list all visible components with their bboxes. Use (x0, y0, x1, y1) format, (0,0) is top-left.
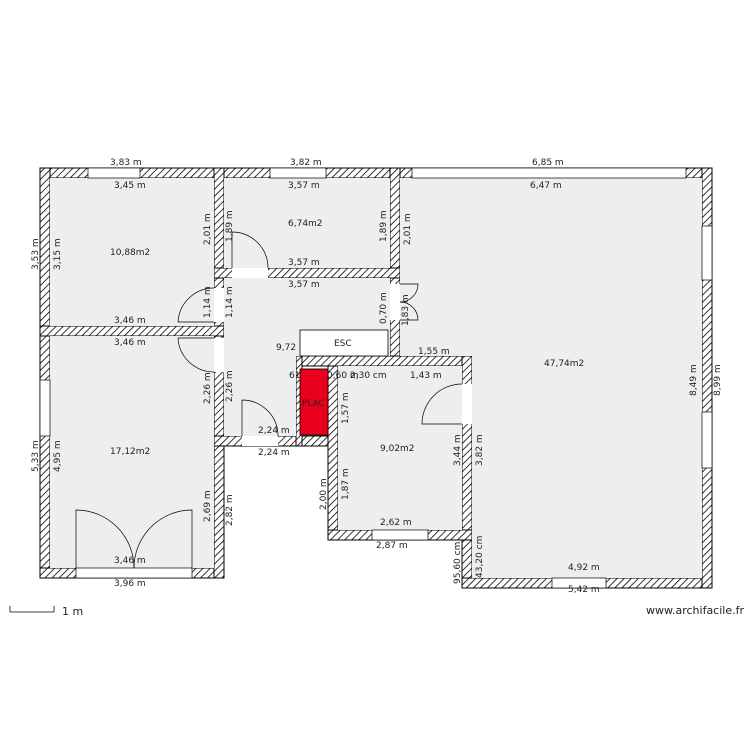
dim-m2: 1,89 m (225, 210, 235, 242)
window-left (39, 379, 51, 437)
window-top-3 (411, 167, 687, 179)
dim-b9: 2,87 m (376, 541, 408, 551)
scale-label: 1 m (62, 605, 83, 618)
door-bedroom-bottom (177, 337, 224, 373)
dim-l3: 5,33 m (31, 440, 41, 472)
dim-m9: 1,14 m (203, 286, 213, 318)
room-living-lower (472, 356, 702, 578)
wall-bath-top (295, 355, 473, 367)
dim-r5: 95,60 cm (453, 542, 463, 584)
dim-t1: 3,83 m (110, 158, 142, 168)
dim-s3: 3,46 m (114, 556, 146, 566)
dim-h4: 2,24 m (258, 448, 290, 458)
dim-b4: 3,44 m (453, 434, 463, 466)
dim-h1: 2,26 m (203, 372, 213, 404)
room-top-middle (224, 178, 390, 268)
scale-bar (9, 606, 55, 613)
window-right-1 (701, 225, 713, 281)
dim-h2: 2,26 m (225, 370, 235, 402)
dim-b3: 1,57 m (341, 392, 351, 424)
door-bedroom-top (177, 287, 224, 323)
dim-m6: 3,57 m (288, 280, 320, 290)
room-living (400, 178, 702, 356)
dim-m3: 1,89 m (379, 210, 389, 242)
window-living-bottom (551, 577, 607, 589)
door-bath (421, 383, 472, 425)
dim-b6: 2,00 m (319, 478, 329, 510)
area-living: 47,74m2 (544, 359, 584, 369)
dim-b7: 1,87 m (341, 468, 351, 500)
dim-t3: 6,85 m (532, 158, 564, 168)
stair-box (299, 329, 389, 357)
door-hall-lower (241, 399, 279, 446)
door-living (390, 283, 419, 321)
dim-s2: 2,82 m (225, 494, 235, 526)
dim-b1: 1,55 m (418, 347, 450, 357)
door-entrance-leaves (75, 509, 193, 569)
dim-s1: 2,69 m (203, 490, 213, 522)
dim-i3: 6,47 m (530, 181, 562, 191)
area-hall: 9,72 (276, 343, 296, 353)
area-bath: 9,02m2 (380, 444, 415, 454)
dim-r1: 8,49 m (689, 364, 699, 396)
window-bath-bottom (371, 529, 429, 541)
dim-m1: 2,01 m (203, 213, 213, 245)
dim-m7: 3,46 m (114, 316, 146, 326)
dim-l1: 3,53 m (31, 238, 41, 270)
dim-r2: 8,99 m (713, 364, 723, 396)
dim-p3: 2,30 cm (350, 371, 387, 381)
dim-i1: 3,45 m (114, 181, 146, 191)
watermark: www.archifacile.fr (646, 604, 744, 617)
window-top-1 (87, 167, 141, 179)
wall-bath-left (327, 357, 339, 541)
dim-m11: 0,70 m (379, 292, 389, 324)
dim-r3: 4,92 m (568, 563, 600, 573)
dim-h3: 2,24 m (258, 426, 290, 436)
dim-i2: 3,57 m (288, 181, 320, 191)
wall-mid-vertical-2 (389, 167, 401, 357)
dim-l4: 4,95 m (53, 440, 63, 472)
dim-p1: 61 (289, 371, 300, 381)
dim-t2: 3,82 m (290, 158, 322, 168)
dim-l2: 3,15 m (53, 238, 63, 270)
dim-b5: 3,82 m (475, 434, 485, 466)
wall-bedroom-divider (39, 325, 225, 337)
room-bath (338, 366, 462, 530)
room-hall-lower (224, 356, 296, 436)
wall-mid-vertical-1 (213, 167, 225, 579)
dim-m10: 1,14 m (225, 286, 235, 318)
area-bedroom-bottom-left: 17,12m2 (110, 447, 150, 457)
area-bedroom-top-left: 10,88m2 (110, 248, 150, 258)
dim-m4: 2,01 m (403, 213, 413, 245)
dim-m8: 3,46 m (114, 338, 146, 348)
door-top-middle (231, 231, 269, 278)
window-top-2 (269, 167, 327, 179)
label-stair: ESC (334, 339, 352, 349)
dim-r6: 43,20 cm (475, 536, 485, 578)
door-entrance (75, 567, 193, 579)
dim-m5: 3,57 m (288, 258, 320, 268)
dim-p2: 0,60 m (327, 371, 359, 381)
window-right-2 (701, 411, 713, 469)
closet-box (299, 368, 329, 436)
dim-r4: 5,42 m (568, 585, 600, 595)
room-bedroom-top-left (50, 178, 214, 326)
dim-s4: 3,96 m (114, 579, 146, 589)
room-bedroom-bottom-left (50, 336, 214, 568)
wall-left-outer (39, 167, 51, 579)
area-room-top-middle: 6,74m2 (288, 219, 323, 229)
dim-b8: 2,62 m (380, 518, 412, 528)
label-closet: PLAC (302, 399, 325, 409)
dim-m12: 1,83 m (401, 294, 411, 326)
dim-b2: 1,43 m (410, 371, 442, 381)
